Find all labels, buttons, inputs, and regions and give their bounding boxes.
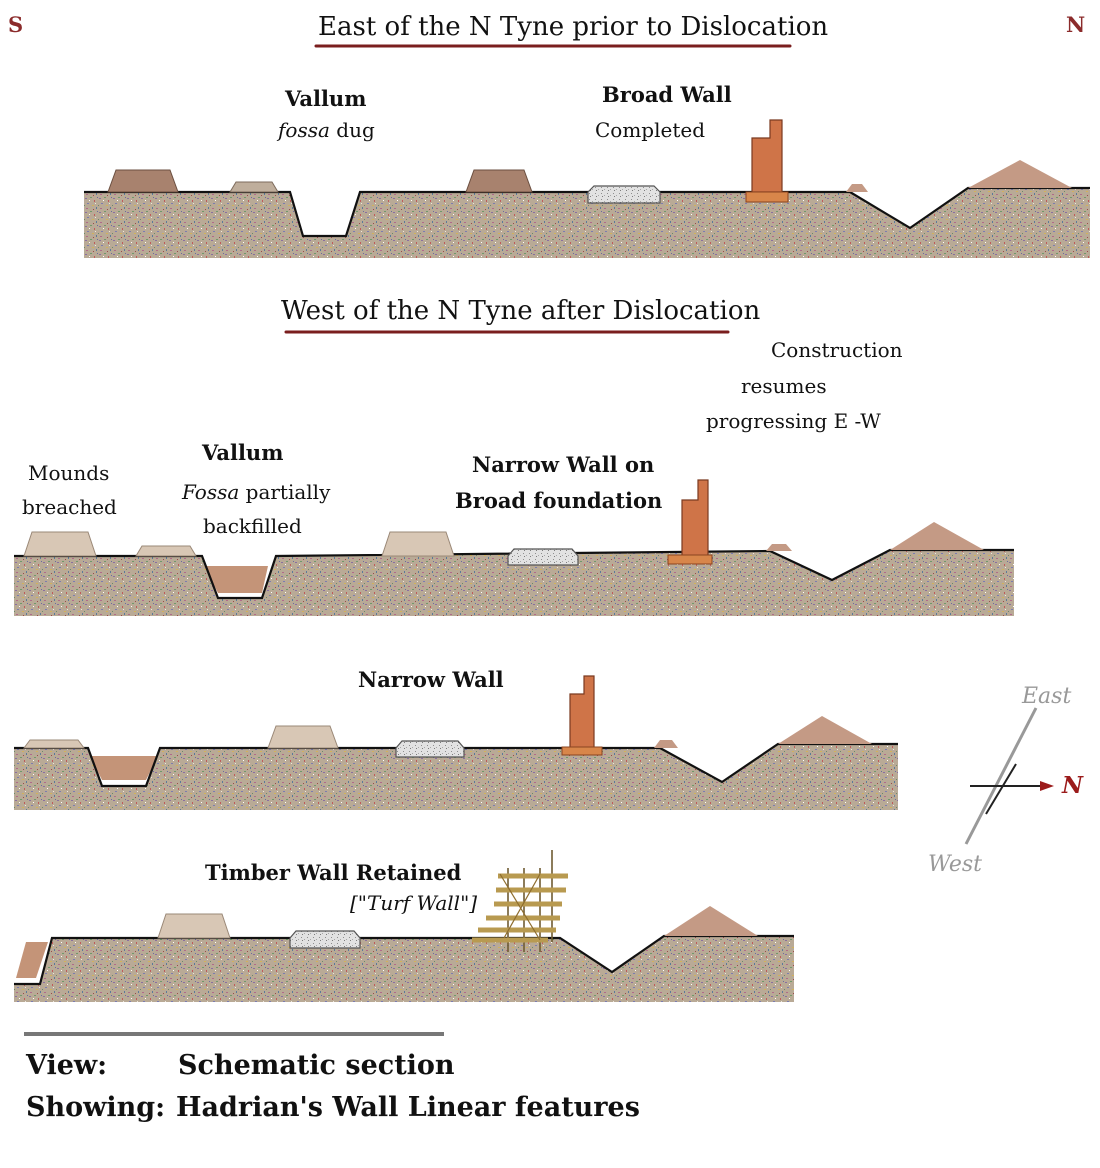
backfill bbox=[204, 566, 268, 593]
surface-line-east bbox=[84, 186, 1090, 238]
marginal-mound bbox=[229, 181, 279, 193]
breached-mound-3 bbox=[23, 739, 85, 749]
ground-west-3 bbox=[14, 936, 794, 1002]
backfilled-label: backfilled bbox=[203, 514, 302, 538]
section-title-east: East of the N Tyne prior to Dislocation bbox=[318, 12, 829, 42]
compass-east-label: East bbox=[1022, 684, 1072, 709]
ground-west-1 bbox=[14, 550, 1014, 616]
surface-line-west-1 bbox=[14, 548, 1014, 600]
vallum-label: Vallum bbox=[285, 86, 367, 111]
surface-line-west-2 bbox=[14, 742, 898, 788]
timber-wall-label: Timber Wall Retained bbox=[205, 860, 462, 885]
construction-line-1: Construction bbox=[771, 338, 903, 362]
narrow-wall-label: Narrow Wall bbox=[358, 667, 504, 692]
south-label: S bbox=[8, 12, 24, 37]
berm-mound-3 bbox=[654, 740, 678, 748]
section-east bbox=[84, 119, 1090, 258]
military-way-4 bbox=[289, 930, 361, 949]
east-west-line bbox=[964, 707, 1038, 845]
broad-foundation bbox=[667, 554, 713, 565]
fossa-dug-rest: dug bbox=[329, 118, 375, 142]
glacis-4 bbox=[664, 906, 758, 936]
glacis bbox=[968, 160, 1072, 188]
ground-east bbox=[84, 188, 1090, 258]
legend-showing-value: Hadrian's Wall Linear features bbox=[176, 1092, 640, 1123]
legend-view-label: View: bbox=[26, 1050, 108, 1081]
north-arrow-head-icon bbox=[1040, 781, 1054, 791]
mounds-line-2: breached bbox=[22, 495, 117, 519]
construction-line-3: progressing E -W bbox=[706, 409, 881, 433]
fossa-partially-label: Fossa partially bbox=[182, 480, 330, 504]
broad-wall bbox=[751, 119, 783, 193]
timber-wall bbox=[472, 850, 568, 952]
compass bbox=[964, 707, 1054, 845]
ground-west-2 bbox=[14, 744, 898, 810]
ditch-fill-4 bbox=[16, 942, 48, 978]
backfill-2 bbox=[90, 756, 158, 780]
military-way bbox=[587, 185, 661, 204]
breached-mound-1 bbox=[23, 531, 97, 557]
vallum-label-2: Vallum bbox=[202, 440, 284, 465]
crossbar bbox=[985, 763, 1017, 815]
narrow-wall-foundation bbox=[561, 746, 603, 756]
broad-wall-label: Broad Wall bbox=[602, 82, 732, 107]
compass-west-label: West bbox=[928, 852, 982, 877]
section-west-1 bbox=[14, 479, 1014, 616]
vallum-mound-north bbox=[465, 169, 533, 193]
vallum-mound-north-2 bbox=[381, 531, 455, 557]
construction-line-2: resumes bbox=[741, 374, 827, 398]
fossa-italic-2: Fossa bbox=[182, 480, 240, 504]
broad-wall-foundation bbox=[745, 191, 789, 203]
breached-mound-2 bbox=[135, 545, 197, 557]
narrow-wall-on-broad bbox=[681, 479, 709, 557]
vallum-mound-north-4 bbox=[157, 913, 231, 939]
mounds-line-1: Mounds bbox=[28, 461, 110, 485]
north-label: N bbox=[1066, 12, 1086, 37]
military-way-3 bbox=[395, 740, 465, 758]
narrow-on-broad-line-1: Narrow Wall on bbox=[472, 452, 655, 477]
compass-north-label: N bbox=[1062, 772, 1084, 799]
narrow-on-broad-line-2: Broad foundation bbox=[455, 488, 663, 513]
berm-mound bbox=[846, 184, 868, 192]
section-west-2 bbox=[14, 675, 898, 810]
legend-showing-label: Showing: bbox=[26, 1092, 166, 1123]
glacis-3 bbox=[778, 716, 872, 744]
turf-wall-label: ["Turf Wall"] bbox=[350, 891, 478, 915]
broad-wall-completed: Completed bbox=[595, 118, 706, 142]
berm-mound-2 bbox=[766, 544, 792, 551]
section-title-west: West of the N Tyne after Dislocation bbox=[281, 296, 761, 326]
fossa-partially-rest: partially bbox=[239, 480, 331, 504]
glacis-2 bbox=[890, 522, 984, 550]
section-west-3 bbox=[14, 850, 794, 1002]
military-way-2 bbox=[507, 548, 579, 566]
vallum-mound-south bbox=[107, 169, 179, 193]
legend-view-value: Schematic section bbox=[178, 1050, 455, 1081]
narrow-wall bbox=[569, 675, 595, 749]
fossa-italic: fossa bbox=[278, 118, 330, 142]
fossa-dug-label: fossa dug bbox=[278, 118, 375, 142]
vallum-mound-north-3 bbox=[267, 725, 339, 749]
